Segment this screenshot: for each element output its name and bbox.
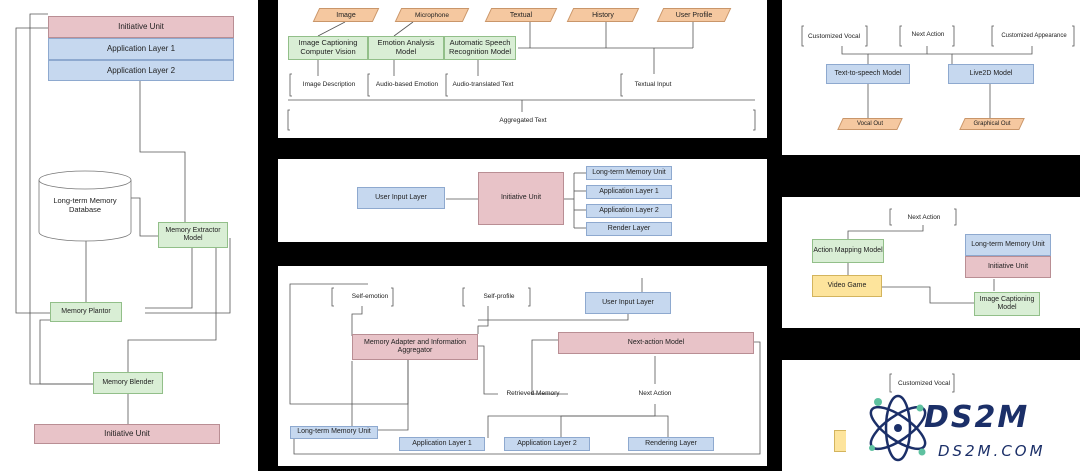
customized-vocal-r1: Customized Vocal [807,33,861,40]
initiative-unit-top: Initiative Unit [48,16,234,38]
ds2m-url-text: DS2M.COM [938,442,1046,460]
right-panel-2: Next Action Action Mapping Model Long-te… [782,197,1080,328]
image-input: Image [316,8,376,22]
render-layer-mid: Render Layer [586,222,672,236]
retrieved-memory: Retrieved Memory [506,390,560,397]
next-action-bottom: Next Action [638,390,672,397]
right2-connectors [847,208,995,304]
graphical-out: Graphical Out [962,118,1022,130]
aggregated-text: Aggregated Text [499,117,547,124]
textual-input: Textual [488,8,554,22]
left-panel: Initiative Unit Application Layer 1 Appl… [0,0,258,471]
memory-blender: Memory Blender [93,372,163,394]
left-connectors [15,13,231,424]
long-term-memory-database: Long-term Memory Database [53,196,117,214]
audio-translated-text: Audio-translated Text [452,81,514,88]
next-action-r2: Next Action [907,214,941,221]
emotion-analysis-model: Emotion Analysis Model [368,36,444,60]
user-input-layer-mid: User Input Layer [357,187,445,209]
right1-connectors [801,25,1075,118]
next-action-model: Next-action Model [558,332,754,354]
database-cylinder [38,170,132,242]
right3-connectors [889,373,955,393]
rendering-layer-bottom: Rendering Layer [628,437,714,451]
top-panel: Image Microphone Textual History User Pr… [278,0,767,138]
user-input-layer-bottom: User Input Layer [585,292,671,314]
initiative-unit-bottom: Initiative Unit [34,424,220,444]
right-panel-3: Customized Vocal DS2M DS2M.COM [782,360,1080,471]
image-captioning-model-r2: Image Captioning Model [974,292,1040,316]
application-layer-2: Application Layer 2 [48,60,234,81]
customized-vocal-r3: Customized Vocal [897,380,951,387]
customized-appearance-r1: Customized Appearance [1001,33,1067,39]
audio-based-emotion: Audio-based Emotion [375,81,439,88]
video-game: Video Game [812,275,882,297]
live2d-model: Live2D Model [948,64,1034,84]
bottom-connectors [289,278,761,455]
partial-yellow-box [834,430,846,452]
application-layer-1-bottom: Application Layer 1 [399,437,485,451]
speech-recognition-model: Automatic Speech Recognition Model [444,36,516,60]
memory-adapter-aggregator: Memory Adapter and Information Aggregato… [352,334,478,360]
application-layer-1-mid: Application Layer 1 [586,185,672,199]
next-action-r1: Next Action [911,31,945,38]
initiative-unit-mid: Initiative Unit [478,172,564,225]
mid-panel: User Input Layer Initiative Unit Long-te… [278,159,767,242]
long-term-memory-unit-bottom: Long-term Memory Unit [290,426,378,439]
right-panel-1: Customized Vocal Next Action Customized … [782,0,1080,155]
image-captioning-model: Image Captioning Computer Vision [288,36,368,60]
mid-connectors [446,172,586,229]
self-emotion: Self-emotion [351,293,389,300]
action-mapping-model: Action Mapping Model [812,239,884,263]
application-layer-1: Application Layer 1 [48,38,234,60]
history-input: History [570,8,636,22]
top-connectors [287,21,756,131]
vocal-out: Vocal Out [840,118,900,130]
microphone-input: Microphone [398,8,466,22]
self-profile: Self-profile [483,293,515,300]
bottom-panel: Self-emotion Self-profile User Input Lay… [278,266,767,466]
long-term-memory-unit-mid: Long-term Memory Unit [586,166,672,180]
image-description: Image Description [302,81,356,88]
initiative-unit-r2: Initiative Unit [965,256,1051,278]
user-profile-input: User Profile [660,8,728,22]
application-layer-2-mid: Application Layer 2 [586,204,672,218]
ds2m-atom-logo [869,394,927,462]
long-term-memory-unit-r2: Long-term Memory Unit [965,234,1051,256]
textual-input-label: Textual Input [634,81,672,88]
ds2m-logo-text: DS2M [924,400,1030,435]
tts-model: Text-to-speech Model [826,64,910,84]
memory-plantor: Memory Plantor [50,302,122,322]
application-layer-2-bottom: Application Layer 2 [504,437,590,451]
memory-extractor-model: Memory Extractor Model [158,222,228,248]
